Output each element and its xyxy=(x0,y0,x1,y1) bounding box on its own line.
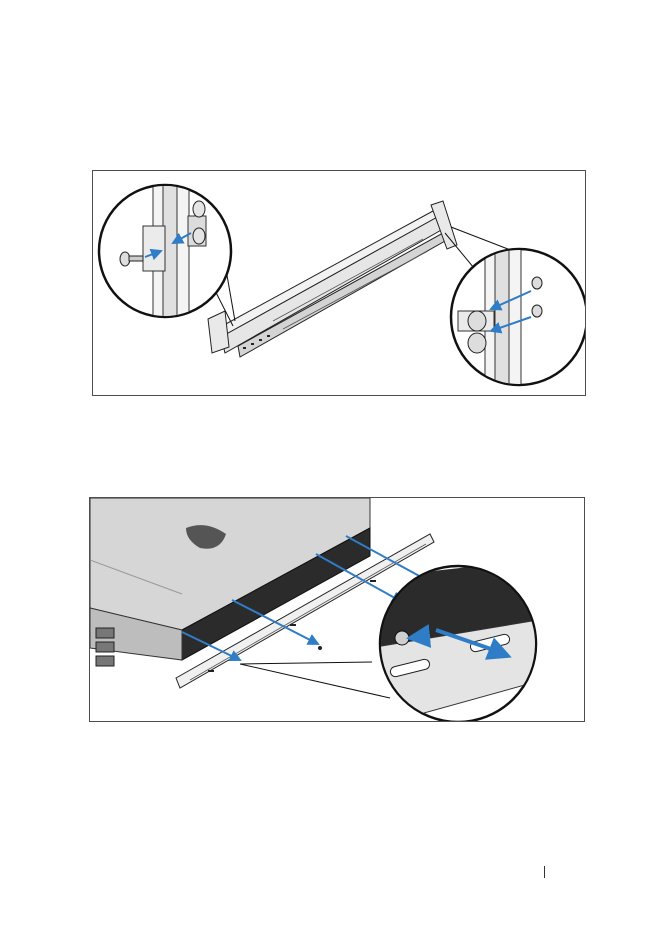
server-chassis xyxy=(90,498,370,666)
front-rack-post-detail xyxy=(99,171,235,331)
rear-rack-post-detail xyxy=(445,227,585,395)
page-number-marker xyxy=(544,866,545,878)
figure-inner-rail-attachment xyxy=(89,497,585,722)
inner-rail-illustration xyxy=(90,498,584,721)
rail-hook-slot-detail xyxy=(370,558,550,721)
rail-installation-illustration xyxy=(93,171,585,395)
figure-rail-installation xyxy=(92,170,586,396)
slide-rail xyxy=(208,201,457,357)
